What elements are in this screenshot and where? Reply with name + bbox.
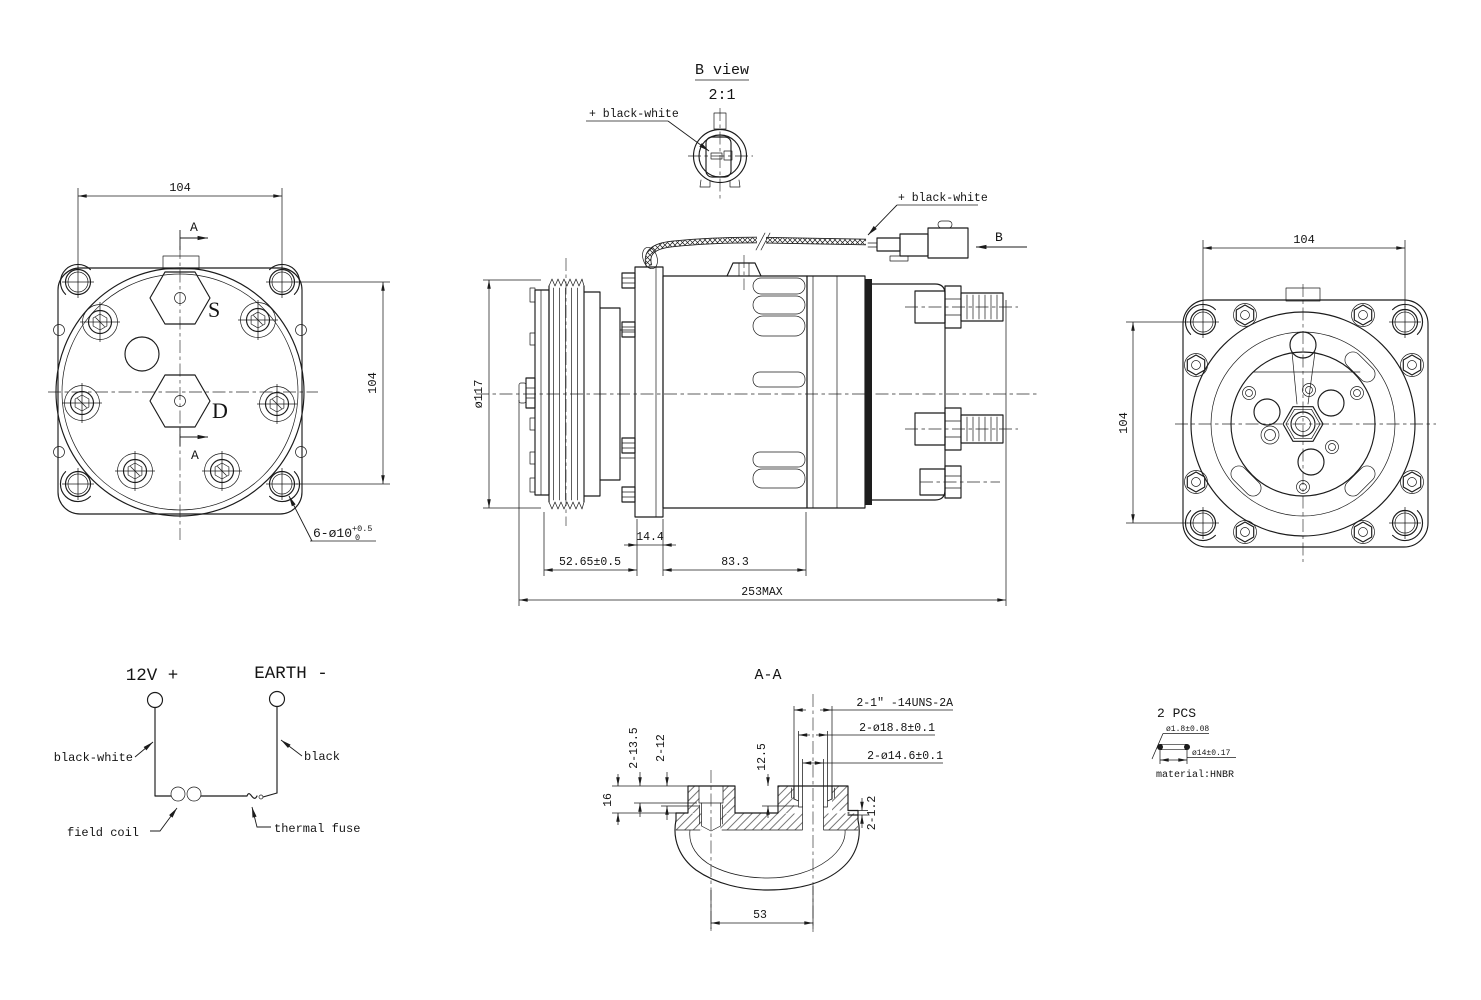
- field-coil-label: field coil: [67, 826, 139, 840]
- oring-sketch: [1157, 743, 1190, 751]
- mount-hole: [1388, 506, 1422, 540]
- socket-bolt: [61, 382, 103, 424]
- rear-mounting-plate: [1182, 299, 1429, 548]
- clutch-hub-rear: [1230, 331, 1376, 497]
- front-view: S D 104 104 A A 6-ø10 +0.5 0: [48, 181, 390, 543]
- dim-depth1: 2-13.5: [628, 727, 641, 769]
- terminal-negative: [268, 690, 286, 708]
- stud-nut: [1399, 469, 1425, 495]
- field-coil-symbol: [154, 786, 244, 802]
- stud-nut: [1350, 302, 1376, 328]
- mount-hole: [1186, 506, 1220, 540]
- callout-mount-holes: 6-ø10: [313, 526, 352, 541]
- hub-nut: [518, 382, 527, 404]
- suction-port: [149, 271, 211, 325]
- socket-bolt: [201, 450, 243, 492]
- dim-clutch: 52.65±0.5: [559, 556, 621, 569]
- port-label-d: D: [212, 398, 228, 423]
- b-view-wire-label: + black-white: [589, 108, 679, 121]
- dim-counterbore: 12.5: [756, 743, 769, 771]
- oring-cs-dim: ø1.8±0.08: [1166, 725, 1209, 734]
- mount-hole: [265, 265, 299, 299]
- callout-tol-lower: 0: [355, 533, 360, 543]
- mount-hole: [1388, 305, 1422, 339]
- stud-nut: [1232, 519, 1258, 545]
- section-arrow-a-top: A: [190, 220, 198, 235]
- thermal-fuse-label: thermal fuse: [274, 822, 360, 836]
- dim-boss-height: 16: [602, 793, 615, 807]
- socket-bolt: [237, 299, 279, 341]
- callout-bore: 2-ø18.8±0.1: [859, 722, 935, 735]
- stud-nut: [1399, 352, 1425, 378]
- section-outline: [674, 809, 860, 891]
- top-boss: [162, 255, 200, 270]
- socket-bolt: [114, 450, 156, 492]
- b-view: B view 2:1 + black-white: [586, 62, 753, 202]
- terminal-positive: [146, 691, 164, 709]
- stud-nut: [1232, 302, 1258, 328]
- dim-depth2: 2-12: [655, 734, 668, 762]
- terminal-positive-label: 12V +: [126, 666, 179, 686]
- stud-nut: [1183, 469, 1209, 495]
- left-port-boss: [687, 785, 736, 832]
- side-view: + black-white B ø117 52.65±0.5 14.4 83.3…: [472, 192, 1040, 606]
- rear-cover: [871, 283, 946, 501]
- stud-nut: [1183, 352, 1209, 378]
- dim-gap: 14.4: [636, 531, 664, 544]
- dim-body: 83.3: [721, 556, 749, 569]
- rear-top-boss: [1285, 287, 1321, 302]
- rear-view: 104 104: [1117, 233, 1436, 562]
- mount-hole: [61, 265, 95, 299]
- port-label-s: S: [208, 297, 220, 322]
- socket-bolt: [256, 383, 298, 425]
- b-view-title: B view: [695, 62, 749, 79]
- dim-port-span: 53: [753, 909, 767, 922]
- dim-front-height: 104: [366, 372, 380, 394]
- section-arrow-a-bottom: A: [191, 448, 199, 463]
- oring-id-dim: ø14±0.17: [1192, 749, 1231, 758]
- side-wire-label: + black-white: [898, 192, 988, 205]
- section-title: A-A: [754, 667, 781, 684]
- callout-hole: 2-ø14.6±0.1: [867, 750, 943, 763]
- dim-front-width: 104: [169, 181, 191, 195]
- dim-total-length: 253MAX: [741, 586, 783, 599]
- view-arrow-b: B: [995, 230, 1003, 245]
- mount-hole: [1186, 305, 1220, 339]
- front-plate: [621, 266, 664, 518]
- terminal-negative-label: EARTH -: [254, 664, 328, 684]
- wire-negative-label: black: [304, 750, 340, 764]
- dim-lip: 2-1.2: [866, 796, 879, 831]
- dim-rear-height: 104: [1117, 412, 1131, 434]
- connector-b-view: [688, 108, 753, 202]
- dim-rear-width: 104: [1293, 233, 1315, 247]
- mount-hole: [265, 467, 299, 501]
- clutch-plate: [518, 287, 550, 496]
- wiring-diagram: 12V + EARTH - black-white black field co…: [54, 664, 361, 840]
- connector-side-view: [867, 220, 969, 262]
- plate-bolt: [621, 272, 636, 503]
- callout-tol-upper: +0.5: [352, 524, 372, 534]
- b-view-scale: 2:1: [708, 87, 735, 104]
- discharge-port: [149, 374, 211, 428]
- compressor-face-circle: [55, 267, 305, 517]
- right-port-boss: [777, 785, 859, 831]
- dim-pulley-diameter: ø117: [472, 380, 486, 409]
- callout-thread: 2-1" -14UNS-2A: [856, 697, 953, 710]
- compressor-body: [662, 255, 808, 509]
- oil-port: [124, 336, 160, 372]
- rear-head: [806, 275, 946, 509]
- oring-qty: 2 PCS: [1157, 706, 1196, 721]
- section-aa: A-A 16 2-13.5 2-12: [602, 667, 953, 932]
- socket-bolt: [79, 301, 121, 343]
- stud-nut: [1350, 519, 1376, 545]
- gasket-band: [865, 279, 872, 505]
- mount-hole: [61, 467, 95, 501]
- wire-positive-label: black-white: [54, 751, 133, 765]
- oring-detail: 2 PCS ø1.8±0.08 ø14±0.17 material:HNBR: [1151, 706, 1236, 781]
- thermal-fuse-symbol: [242, 792, 278, 800]
- braided-cable: [642, 231, 867, 270]
- oring-material: material:HNBR: [1156, 769, 1234, 781]
